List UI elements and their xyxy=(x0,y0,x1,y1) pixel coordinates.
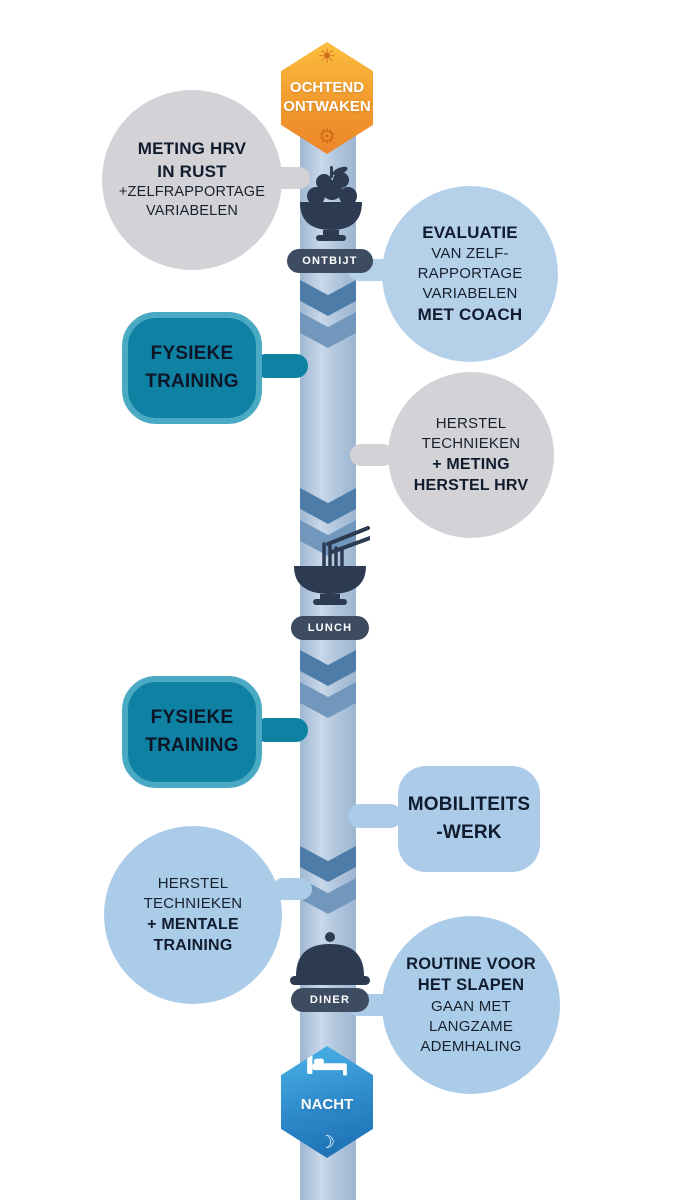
connector-herstel-mentale xyxy=(272,878,312,900)
bubble-herstel-hrv: HERSTEL TECHNIEKEN + METING HERSTEL HRV xyxy=(388,372,554,538)
bubble-herstel-hrv-line: HERSTEL HRV xyxy=(413,476,529,494)
bubble-herstel-hrv-line: + METING xyxy=(432,455,510,473)
cloche-icon xyxy=(288,930,372,988)
gear-sun-icon: ⚙ xyxy=(318,126,336,148)
bubble-herstel-mentale-line: + MENTALE xyxy=(147,915,239,933)
bubble-slaaproutine-line: ROUTINE VOOR xyxy=(406,954,536,973)
bed-icon xyxy=(304,1051,350,1077)
bubble-hrv-rest-line: +ZELFRAPPORTAGE xyxy=(118,184,266,201)
card-mobiliteit-line: MOBILITEITS xyxy=(407,793,531,815)
card-fysieke-training-2-line: FYSIEKE xyxy=(150,707,234,729)
bubble-herstel-hrv-line: HERSTEL xyxy=(435,415,507,433)
fruit-bowl-icon xyxy=(294,162,368,248)
meal-pill-diner: DINER xyxy=(291,988,369,1012)
bubble-evaluatie: EVALUATIE VAN ZELF- RAPPORTAGE VARIABELE… xyxy=(382,186,558,362)
connector-herstel-hrv xyxy=(350,444,394,466)
morning-label-line2: ONTWAKEN xyxy=(283,98,371,115)
connector-fysieke-training-2 xyxy=(254,718,308,742)
night-label-text: NACHT xyxy=(300,1096,354,1114)
bubble-evaluatie-line: RAPPORTAGE xyxy=(417,265,523,283)
bubble-slaaproutine-line: LANGZAME xyxy=(428,1017,514,1035)
bubble-slaaproutine-line: GAAN MET xyxy=(431,998,511,1016)
card-fysieke-training-2: FYSIEKE TRAINING xyxy=(122,676,262,788)
bubble-slaaproutine-line: ADEMHALING xyxy=(420,1037,522,1055)
card-fysieke-training-1-line: FYSIEKE xyxy=(150,343,234,365)
card-fysieke-training-2-line: TRAINING xyxy=(145,735,239,756)
sun-icon: ☀ xyxy=(318,46,336,68)
card-mobiliteit-line: -WERK xyxy=(436,822,502,843)
meal-pill-lunch: LUNCH xyxy=(291,616,369,640)
bubble-herstel-mentale: HERSTEL TECHNIEKEN + MENTALE TRAINING xyxy=(104,826,282,1004)
bubble-evaluatie-line: VAN ZELF- xyxy=(431,245,509,263)
bubble-evaluatie-line: MET COACH xyxy=(417,304,523,324)
bubble-hrv-rest: METING HRV IN RUST +ZELFRAPPORTAGE VARIA… xyxy=(102,90,282,270)
morning-label: OCHTEND ONTWAKEN xyxy=(283,78,371,117)
meal-pill-diner-label: DINER xyxy=(309,994,351,1006)
bubble-herstel-mentale-line: TRAINING xyxy=(153,936,233,954)
connector-mobiliteit xyxy=(348,804,402,828)
connector-fysieke-training-1 xyxy=(254,354,308,378)
node-night: NACHT ☽ xyxy=(281,1046,373,1158)
night-label: NACHT xyxy=(301,1095,354,1115)
noodle-bowl-icon xyxy=(290,522,370,616)
meal-pill-lunch-label: LUNCH xyxy=(307,622,353,634)
bubble-hrv-rest-line: METING HRV xyxy=(137,139,247,159)
morning-label-line1: OCHTEND xyxy=(289,78,365,96)
node-morning-wake: ☀ OCHTEND ONTWAKEN ⚙ xyxy=(281,42,373,154)
bubble-evaluatie-line: VARIABELEN xyxy=(422,284,518,302)
bubble-herstel-mentale-line: TECHNIEKEN xyxy=(143,894,243,912)
meal-pill-ontbijt: ONTBIJT xyxy=(287,249,373,273)
bubble-herstel-mentale-line: HERSTEL xyxy=(157,875,229,893)
card-fysieke-training-1: FYSIEKE TRAINING xyxy=(122,312,262,424)
bubble-hrv-rest-line: VARIABELEN xyxy=(146,203,238,220)
bubble-slaaproutine-line: HET SLAPEN xyxy=(417,976,525,995)
bubble-evaluatie-line: EVALUATIE xyxy=(422,222,518,242)
bubble-hrv-rest-line: IN RUST xyxy=(157,161,227,181)
card-mobiliteit: MOBILITEITS -WERK xyxy=(398,766,540,872)
bubble-slaaproutine: ROUTINE VOOR HET SLAPEN GAAN MET LANGZAM… xyxy=(382,916,560,1094)
bubble-herstel-hrv-line: TECHNIEKEN xyxy=(421,434,521,452)
card-fysieke-training-1-line: TRAINING xyxy=(145,371,239,392)
moon-icon: ☽ xyxy=(318,1132,336,1152)
meal-pill-ontbijt-label: ONTBIJT xyxy=(302,255,358,267)
